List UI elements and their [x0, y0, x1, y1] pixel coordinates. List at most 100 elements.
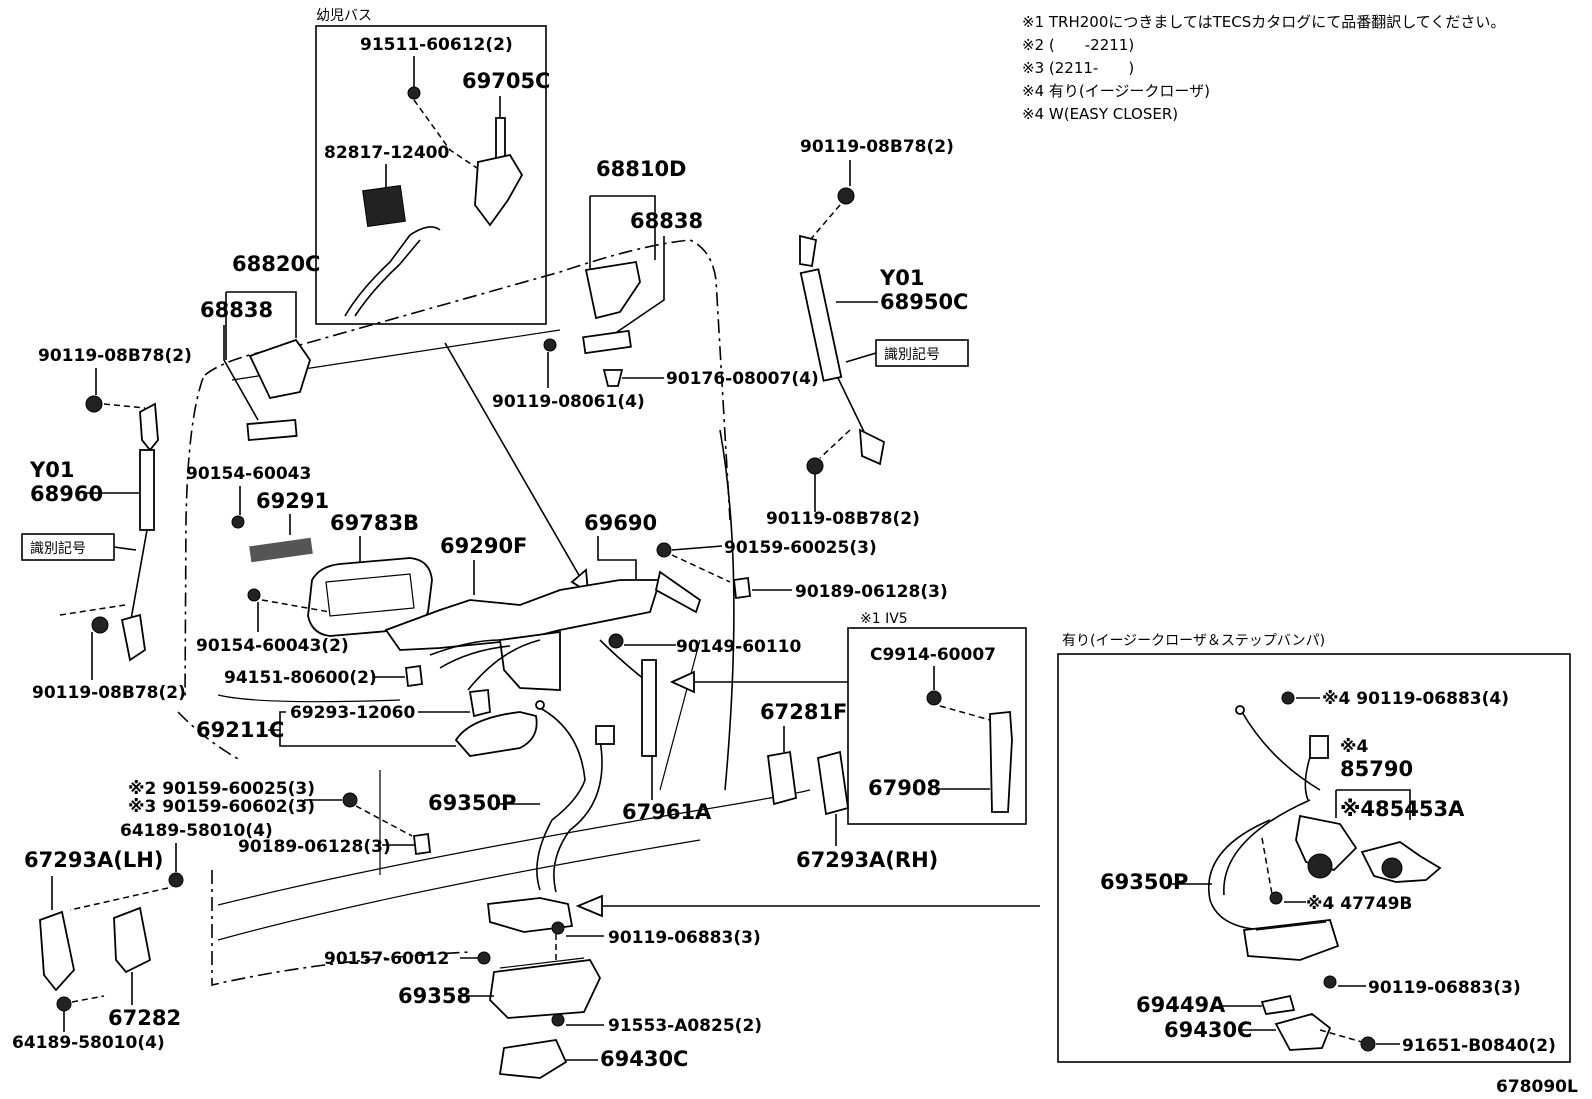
screw-icon [407, 86, 421, 100]
label-85790: 85790 [1340, 757, 1413, 781]
arrow-right-box [575, 894, 1040, 918]
label-94151-80600: 94151-80600(2) [224, 668, 377, 688]
label-90119-08b78-tl: 90119-08B78(2) [38, 346, 192, 366]
handle-clip-icon [468, 689, 491, 718]
outside-handle-group: 69293-12060 69211C [196, 689, 538, 757]
label-69690: 69690 [584, 511, 657, 535]
label-91511-60612: 91511-60612(2) [360, 35, 513, 55]
bolt-icon [85, 395, 103, 413]
label-67908: 67908 [868, 776, 941, 800]
bolt-icon [56, 996, 72, 1012]
id-mark-right: 識別記号 [884, 346, 940, 363]
hinge-shim-center-icon [582, 329, 632, 355]
screw-icon [1269, 891, 1283, 905]
label-90119-06883-right: 90119-06883(3) [1368, 978, 1521, 998]
note-5: ※4 W(EASY CLOSER) [1022, 105, 1178, 123]
label-x4: ※4 [1340, 737, 1369, 757]
right-strut-group: 90119-08B78(2) Y01 68950C 識別記号 90119-08B… [766, 137, 969, 529]
bracket-67281f-icon [767, 750, 797, 806]
label-69291: 69291 [256, 489, 329, 513]
label-90157-60012: 90157-60012 [324, 949, 449, 969]
bolt-icon [1360, 1036, 1376, 1052]
notes-block: ※1 TRH200につきましてはTECSカタログにて品番翻訳してください。 ※2… [1022, 13, 1505, 123]
gas-strut-body-icon [139, 449, 155, 531]
label-x2-90159: ※2 90159-60025(3) [128, 779, 315, 799]
latch-linkage-group: 69290F 69690 90159-60025(3) 90189-06128(… [384, 511, 948, 691]
lock-body-icon [498, 630, 561, 691]
label-68838-left: 68838 [200, 298, 273, 322]
label-67281f: 67281F [760, 700, 847, 724]
closer-connector-icon [1309, 735, 1329, 759]
screw-icon [477, 951, 491, 965]
screw-icon [1281, 691, 1295, 705]
drawing-number: 678090L [1496, 1077, 1578, 1097]
hinge-left-icon [248, 338, 311, 400]
handle-group: 90154-60043 69291 69783B 90154-60043(2) … [186, 464, 433, 688]
screw-icon [656, 542, 672, 558]
bolt-icon [926, 690, 942, 706]
handle-pad-icon [249, 537, 313, 563]
iv5-box: ※1 IV5 C9914-60007 67908 [847, 611, 1027, 825]
nut-icon [405, 664, 423, 688]
arrow-head-icon [669, 670, 695, 694]
cable-group: 69350P [428, 700, 615, 893]
screw-icon [231, 515, 245, 529]
label-90119-08b78-mr: 90119-08B78(2) [766, 509, 920, 529]
connector-icon [654, 570, 702, 614]
actuator-gear-icon [1381, 857, 1403, 879]
note-2: ※2 ( -2211) [1022, 36, 1134, 54]
handle-garnish-icon [307, 557, 433, 637]
label-91651-b0840: 91651-B0840(2) [1402, 1036, 1556, 1056]
label-c9914-60007: C9914-60007 [870, 645, 996, 665]
bolt-icon [551, 1013, 565, 1027]
label-90154-60043-2: 90154-60043(2) [196, 636, 349, 656]
lever-icon [1260, 994, 1296, 1015]
latch-lock-icon [487, 897, 574, 933]
bracket-67282-icon [113, 906, 152, 974]
easy-closer-box: 有り(イージークローザ＆ステップバンパ) ※4 90119-06883(4) ※… [1057, 633, 1571, 1063]
bolt-icon [837, 187, 855, 205]
label-68810d: 68810D [596, 157, 687, 181]
center-hinge-group: 68810D 68838 90119-08061(4) 90176-08007(… [492, 157, 819, 412]
bracket-67293a-rh-icon [816, 750, 850, 816]
bolt-icon [806, 457, 824, 475]
rod-icon [495, 117, 506, 159]
label-82817-12400: 82817-12400 [324, 143, 450, 163]
bolt-icon [608, 633, 624, 649]
label-67293a-rh: 67293A(RH) [796, 848, 938, 872]
label-90119-08b78-bl: 90119-08B78(2) [32, 683, 186, 703]
striker-right-icon [1274, 1013, 1332, 1051]
label-x3-90159: ※3 90159-60602(3) [128, 797, 315, 817]
left-hinge-group: 68820C 68838 [200, 252, 320, 442]
bracket-lh-icon [39, 910, 75, 992]
label-67961a: 67961A [622, 800, 712, 824]
iv5-title: ※1 IV5 [860, 611, 908, 627]
bolt-icon [342, 792, 358, 808]
striker-icon [498, 1039, 568, 1079]
label-64189-58010-top: 64189-58010(4) [120, 821, 273, 841]
label-47749b: ※4 47749B [1306, 894, 1412, 914]
hinge-shim-left-icon [246, 418, 298, 442]
label-68820c: 68820C [232, 252, 320, 276]
closer-motor-icon [1295, 814, 1358, 872]
left-bolts-group: ※2 90159-60025(3) ※3 90159-60602(3) 6418… [69, 779, 431, 911]
cable-end-icon [535, 700, 545, 710]
closer-latch-icon [1242, 919, 1340, 961]
strut-top-end-icon [799, 234, 818, 268]
clip-icon [413, 832, 431, 856]
easy-closer-title: 有り(イージークローザ＆ステップバンパ) [1062, 633, 1325, 649]
label-90154-60043: 90154-60043 [186, 464, 311, 484]
label-90119-06883-center: 90119-06883(3) [608, 928, 761, 948]
label-y01-left: Y01 [29, 458, 74, 482]
label-67282: 67282 [108, 1006, 181, 1030]
label-91553-a0825: 91553-A0825(2) [608, 1016, 762, 1036]
label-69350p: 69350P [428, 791, 516, 815]
connector-pad-icon [362, 184, 406, 228]
motor-gear-icon [1307, 853, 1333, 879]
bolt-icon [1323, 975, 1337, 989]
strut-bottom-end-icon [858, 428, 886, 466]
cable-end-icon [1235, 705, 1245, 715]
label-69430c-center: 69430C [600, 1047, 688, 1071]
link-67908-icon [989, 711, 1013, 813]
